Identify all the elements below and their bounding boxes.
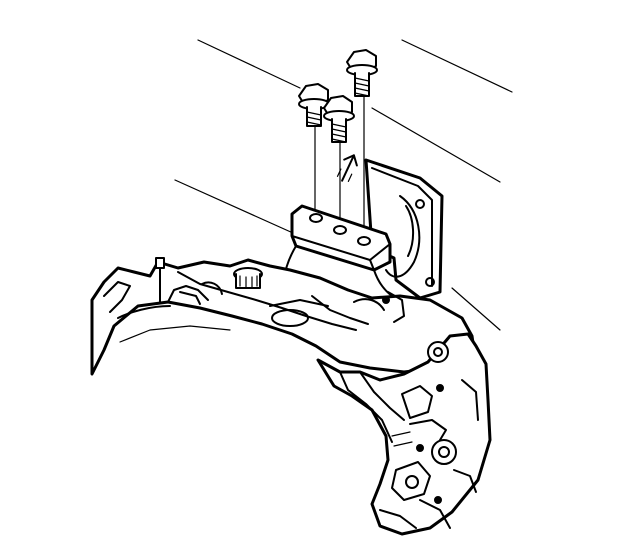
- mount-bracket-pad: [283, 204, 393, 297]
- transmission-case: [316, 332, 492, 536]
- engine-surface-lines: [174, 39, 513, 331]
- front-direction-arrow-icon: [336, 154, 358, 183]
- bolt-left: [298, 83, 330, 127]
- bolt-alignment-lines: [314, 94, 365, 239]
- frame-crossmember: [90, 257, 476, 376]
- bolt-right: [346, 49, 378, 97]
- bolt-center: [323, 95, 355, 143]
